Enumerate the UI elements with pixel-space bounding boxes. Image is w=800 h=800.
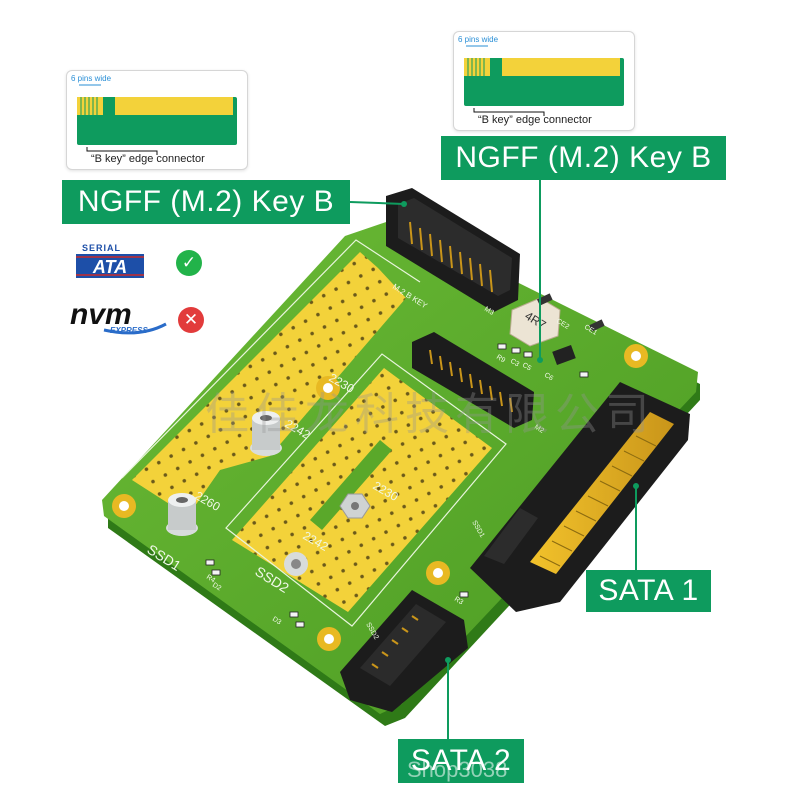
sata-logo-main: ATA xyxy=(92,257,128,277)
m2-connector-second xyxy=(412,332,534,428)
pins-wide-note: 6 pins wide xyxy=(458,35,499,44)
callout-sata1: SATA 1 xyxy=(586,570,711,612)
label-c5: C5 xyxy=(521,362,532,373)
edge-connector-diagram-right: 6 pins wide “B key” edge connector xyxy=(453,31,635,131)
m2-connector-top xyxy=(386,188,520,312)
callout-leader-lines xyxy=(349,180,637,739)
nvm-express-logo: nvm EXPRESS xyxy=(70,298,168,340)
sata-logo-top: SERIAL xyxy=(82,243,122,253)
ssd2-slot-area xyxy=(232,368,492,612)
label-r3: R3 xyxy=(453,596,464,607)
callout-ngff-key-b-left: NGFF (M.2) Key B xyxy=(62,180,350,224)
sata1-connector xyxy=(470,382,690,612)
nvm-logo-sub: EXPRESS xyxy=(110,326,148,335)
screw-hole-2242 xyxy=(284,552,308,576)
ssd1-slot-area xyxy=(132,252,406,516)
smd-components xyxy=(205,343,589,628)
edge-connector-diagram-left: 6 pins wide “B key” edge connector xyxy=(66,70,248,170)
label-m3: M3 xyxy=(483,306,495,317)
serial-ata-logo: SERIAL ATA xyxy=(74,243,146,280)
label-c3: C3 xyxy=(509,358,520,369)
hex-nut-2230 xyxy=(339,493,371,519)
label-r4: R4 xyxy=(205,574,216,585)
shop-watermark: Shop3038 xyxy=(407,757,508,782)
label-d2: D2 xyxy=(211,582,222,593)
check-icon: ✓ xyxy=(176,250,202,276)
cross-icon: ✕ xyxy=(178,307,204,333)
label-m2: M2 xyxy=(533,424,545,435)
edge-caption: “B key” edge connector xyxy=(91,153,205,165)
edge-caption: “B key” edge connector xyxy=(478,114,592,126)
mounting-holes xyxy=(112,344,648,651)
label-c6: C6 xyxy=(543,372,554,383)
callout-ngff-key-b-right: NGFF (M.2) Key B xyxy=(441,136,726,180)
label-r9: R9 xyxy=(495,354,506,365)
sata2-connector xyxy=(340,590,468,712)
standoff-2242 xyxy=(250,411,282,456)
callout-sata2: SATA 2 xyxy=(398,739,524,783)
nvm-logo-main: nvm xyxy=(70,298,132,331)
pins-wide-note: 6 pins wide xyxy=(71,74,112,83)
regulator-chip xyxy=(552,345,576,365)
watermark-text: 佳佳龙科技有限公司 xyxy=(205,389,655,440)
label-d3: D3 xyxy=(271,616,282,627)
standoff-2260 xyxy=(166,493,198,536)
